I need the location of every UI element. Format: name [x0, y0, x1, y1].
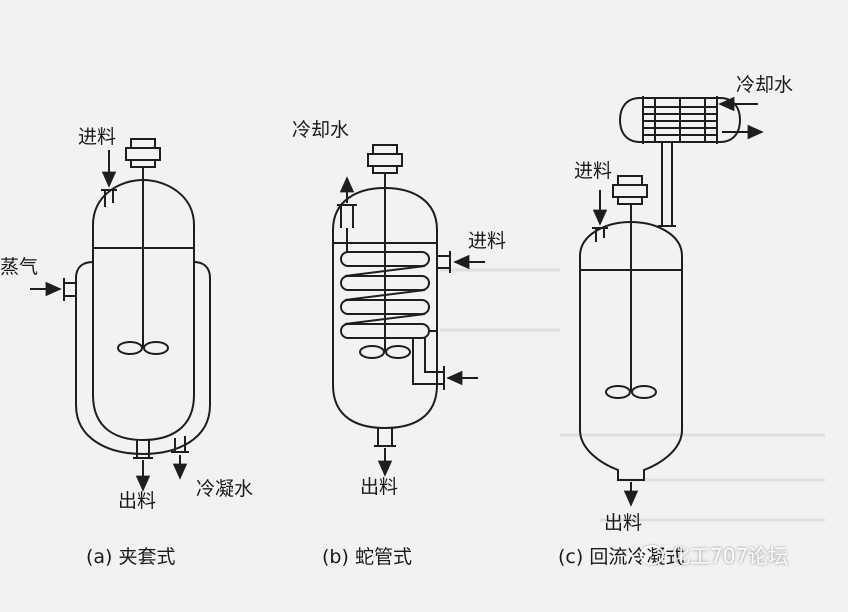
motor-a [125, 138, 161, 168]
label-c-feed: 进料 [574, 160, 613, 182]
wechat-icon [640, 544, 664, 565]
vapor-pipe-c [658, 142, 676, 227]
impeller-b [359, 345, 411, 359]
label-c-cooling-water: 冷却水 [736, 74, 794, 96]
caption-c-mark: (c) [558, 546, 584, 568]
motor-c [612, 175, 648, 205]
cooling-outlet-nozzle-b [337, 204, 357, 228]
jacketed-reactor [30, 138, 211, 492]
caption-a-mark: (a) [86, 546, 113, 568]
impeller-a [117, 341, 169, 355]
outlet-nozzle-a [133, 440, 153, 459]
label-b-cooling-water: 冷却水 [292, 119, 350, 141]
feed-nozzle-c [592, 227, 608, 242]
motor-b [367, 144, 403, 174]
caption-a: (a) 夹套式 [86, 548, 176, 567]
impeller-c [605, 385, 657, 399]
condenser-c [618, 96, 742, 144]
background-text-texture [440, 268, 825, 522]
caption-b: (b) 蛇管式 [322, 548, 412, 567]
steam-nozzle-a [63, 278, 76, 301]
vessel-a [92, 178, 195, 442]
caption-b-mark: (b) [322, 546, 349, 568]
jacket-a [75, 261, 211, 456]
label-c-outlet: 出料 [604, 512, 643, 534]
label-a-outlet: 出料 [118, 490, 157, 512]
vessel-c [579, 220, 683, 481]
coil-reactor [332, 144, 485, 477]
label-a-feed: 进料 [78, 126, 117, 148]
reflux-condenser-reactor [579, 96, 764, 507]
label-b-outlet: 出料 [360, 476, 399, 498]
coil-b [340, 228, 437, 339]
caption-a-text: 夹套式 [118, 546, 176, 568]
feed-nozzle-b [437, 251, 451, 273]
outlet-nozzle-b [374, 428, 396, 447]
caption-b-text: 蛇管式 [354, 546, 412, 568]
label-a-condensate: 冷凝水 [196, 478, 254, 500]
cooling-inlet-pipe-b [412, 338, 445, 390]
label-b-feed: 进料 [468, 230, 507, 252]
watermark: 化工707论坛 [640, 540, 788, 569]
condensate-nozzle-a [171, 436, 189, 453]
label-a-steam: 蒸气 [0, 256, 39, 278]
vessel-b [332, 186, 438, 430]
watermark-text: 化工707论坛 [670, 544, 789, 568]
feed-nozzle-a [101, 189, 117, 207]
